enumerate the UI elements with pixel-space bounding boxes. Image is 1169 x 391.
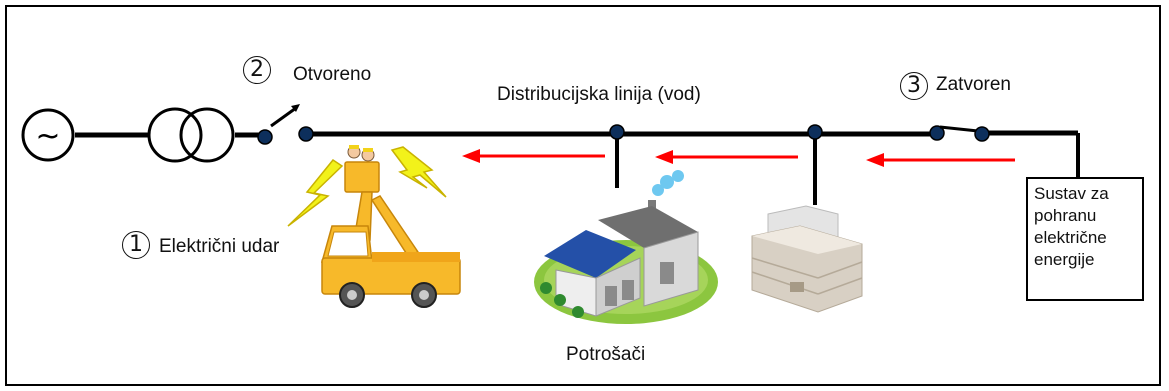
switch-open-number: 2 bbox=[243, 56, 271, 84]
current-flow-arrow-icon bbox=[462, 149, 605, 163]
storage-label-line: energije bbox=[1034, 250, 1095, 269]
factory-icon bbox=[534, 170, 718, 324]
storage-label-line: električne bbox=[1034, 228, 1107, 247]
storage-label-line: Sustav za bbox=[1034, 184, 1109, 203]
factory-tap-node bbox=[609, 124, 625, 140]
open-switch-icon bbox=[257, 104, 314, 145]
closed-switch-icon bbox=[929, 125, 990, 142]
energy-storage-box: Sustav za pohranu električne energije bbox=[1026, 177, 1144, 301]
current-flow-arrow-icon bbox=[866, 153, 1015, 167]
shock-label: Električni udar bbox=[159, 236, 280, 257]
generator-symbol: ~ bbox=[35, 119, 60, 154]
switch-closed-label: Zatvoren bbox=[936, 74, 1011, 95]
bucket-truck-icon bbox=[321, 145, 461, 308]
ac-source-icon: ~ bbox=[21, 108, 75, 162]
shock-number: 1 bbox=[122, 231, 150, 259]
distribution-line-label: Distribucijska linija (vod) bbox=[497, 84, 701, 105]
current-flow-arrow-icon bbox=[655, 150, 798, 164]
lightning-icon bbox=[287, 158, 344, 227]
office-building-icon bbox=[751, 205, 863, 313]
transformer-icon bbox=[147, 107, 235, 163]
consumers-label: Potrošači bbox=[566, 344, 646, 365]
switch-closed-number: 3 bbox=[900, 72, 928, 100]
lightning-icon bbox=[390, 146, 447, 198]
building-tap-node bbox=[807, 124, 823, 140]
storage-label-line: pohranu bbox=[1034, 206, 1097, 225]
diagram-frame bbox=[5, 5, 1161, 386]
switch-open-label: Otvoreno bbox=[293, 64, 372, 85]
